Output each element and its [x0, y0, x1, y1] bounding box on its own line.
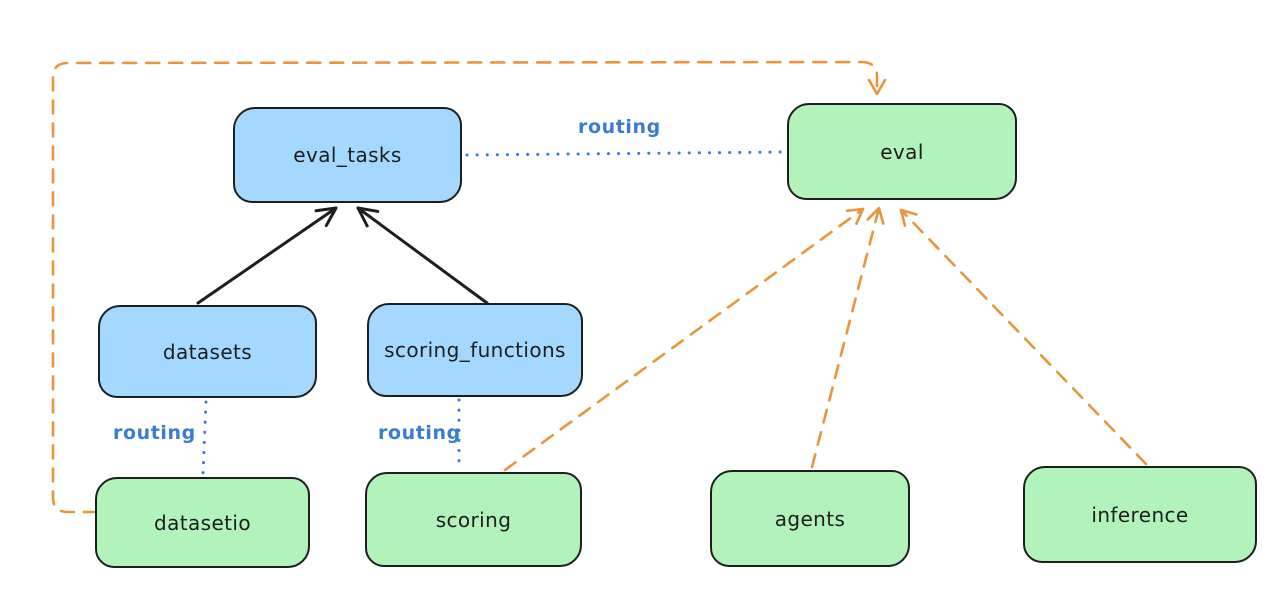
edge-datasets-to-eval_tasks — [196, 206, 338, 305]
node-agents: agents — [710, 470, 910, 567]
node-scoring_functions: scoring_functions — [367, 303, 583, 397]
edge-eval_tasks-to-eval — [465, 150, 787, 157]
edge-datasetio-to-eval — [51, 60, 887, 514]
node-eval-label: eval — [880, 139, 924, 164]
edge-agents-to-eval — [810, 206, 885, 469]
node-inference-label: inference — [1091, 502, 1189, 527]
node-datasetio-label: datasetio — [153, 510, 251, 535]
node-datasetio: datasetio — [95, 477, 310, 568]
node-eval_tasks-label: eval_tasks — [293, 143, 402, 167]
edge-scoring-to-eval — [503, 207, 865, 472]
node-eval_tasks: eval_tasks — [233, 107, 462, 203]
edge-inference-to-eval — [899, 208, 1148, 466]
edge-label-routing-datasets-datasetio: routing — [113, 422, 196, 444]
node-agents-label: agents — [774, 506, 846, 531]
node-datasets-label: datasets — [162, 339, 253, 364]
edge-datasets-to-datasetio — [201, 400, 208, 476]
node-inference: inference — [1023, 466, 1257, 563]
node-datasets: datasets — [98, 305, 317, 398]
node-scoring_functions-label: scoring_functions — [384, 338, 566, 362]
node-scoring-label: scoring — [435, 507, 512, 532]
node-eval: eval — [787, 103, 1017, 200]
edge-label-routing-eval_tasks-eval: routing — [578, 116, 661, 138]
edge-label-routing-scoring_functions-scoring: routing — [378, 422, 461, 444]
edge-scoring_functions-to-eval_tasks — [356, 206, 489, 305]
node-scoring: scoring — [365, 472, 582, 567]
